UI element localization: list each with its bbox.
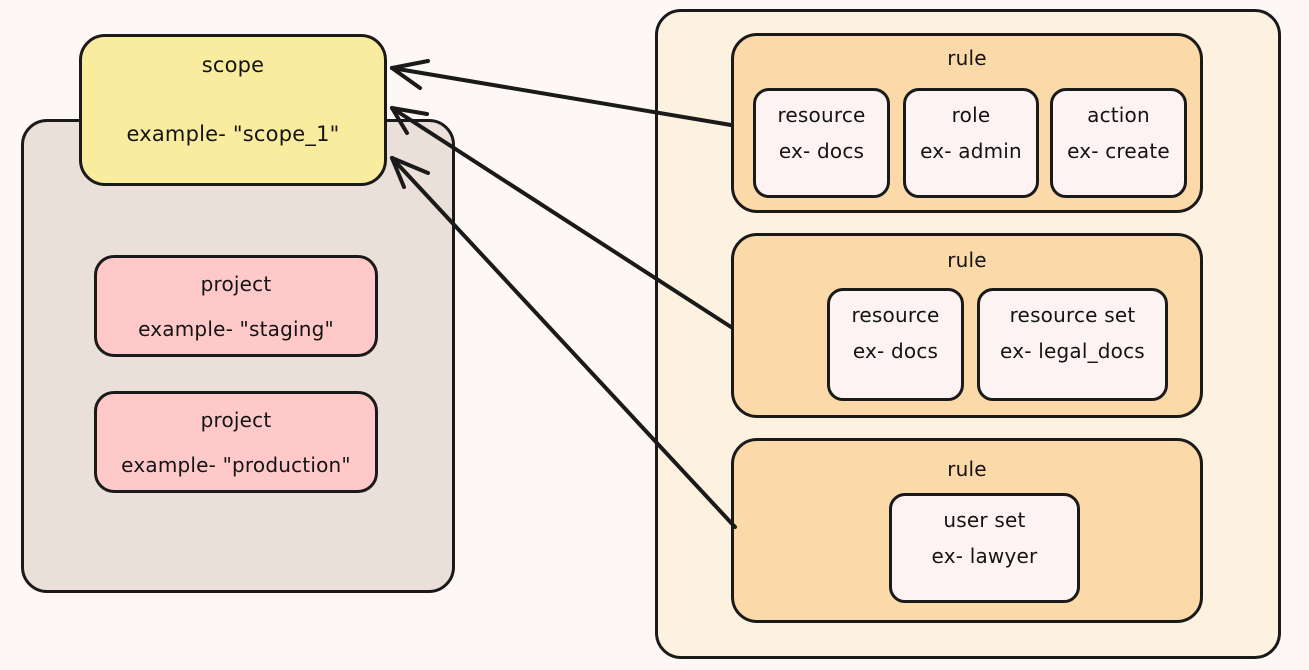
card-example: ex- admin [920,139,1022,163]
rule-card-resource-set[interactable]: resource set ex- legal_docs [977,288,1168,401]
project-title: project [200,408,272,432]
rule-card-user-set[interactable]: user set ex- lawyer [889,493,1080,603]
rule-box-3[interactable]: rule user set ex- lawyer [731,438,1203,623]
project-box-staging[interactable]: project example- "staging" [94,255,378,357]
scope-title: scope [201,53,265,77]
scope-example: example- "scope_1" [126,122,340,146]
card-title: resource set [1009,303,1136,327]
card-example: ex- lawyer [931,544,1038,568]
rule-box-1[interactable]: rule resource ex- docs role ex- admin ac… [731,33,1203,213]
scope-box[interactable]: scope example- "scope_1" [79,34,387,186]
rule-title: rule [947,46,987,70]
card-example: ex- create [1067,139,1170,163]
rule-box-2[interactable]: rule resource ex- docs resource set ex- … [731,233,1203,418]
card-title: resource [777,103,866,127]
project-box-production[interactable]: project example- "production" [94,391,378,493]
rule-card-role[interactable]: role ex- admin [903,88,1039,198]
project-example: example- "production" [121,453,351,477]
rule-title: rule [947,248,987,272]
card-title: resource [851,303,940,327]
card-example: ex- docs [852,339,939,363]
rule-card-action[interactable]: action ex- create [1050,88,1187,198]
card-example: ex- legal_docs [1000,339,1145,363]
card-example: ex- docs [778,139,865,163]
card-title: role [951,103,991,127]
project-title: project [200,272,272,296]
rule-card-resource[interactable]: resource ex- docs [753,88,890,198]
rule-card-resource[interactable]: resource ex- docs [827,288,964,401]
project-example: example- "staging" [138,317,334,341]
card-title: action [1087,103,1150,127]
rule-title: rule [947,457,987,481]
card-title: user set [943,508,1026,532]
